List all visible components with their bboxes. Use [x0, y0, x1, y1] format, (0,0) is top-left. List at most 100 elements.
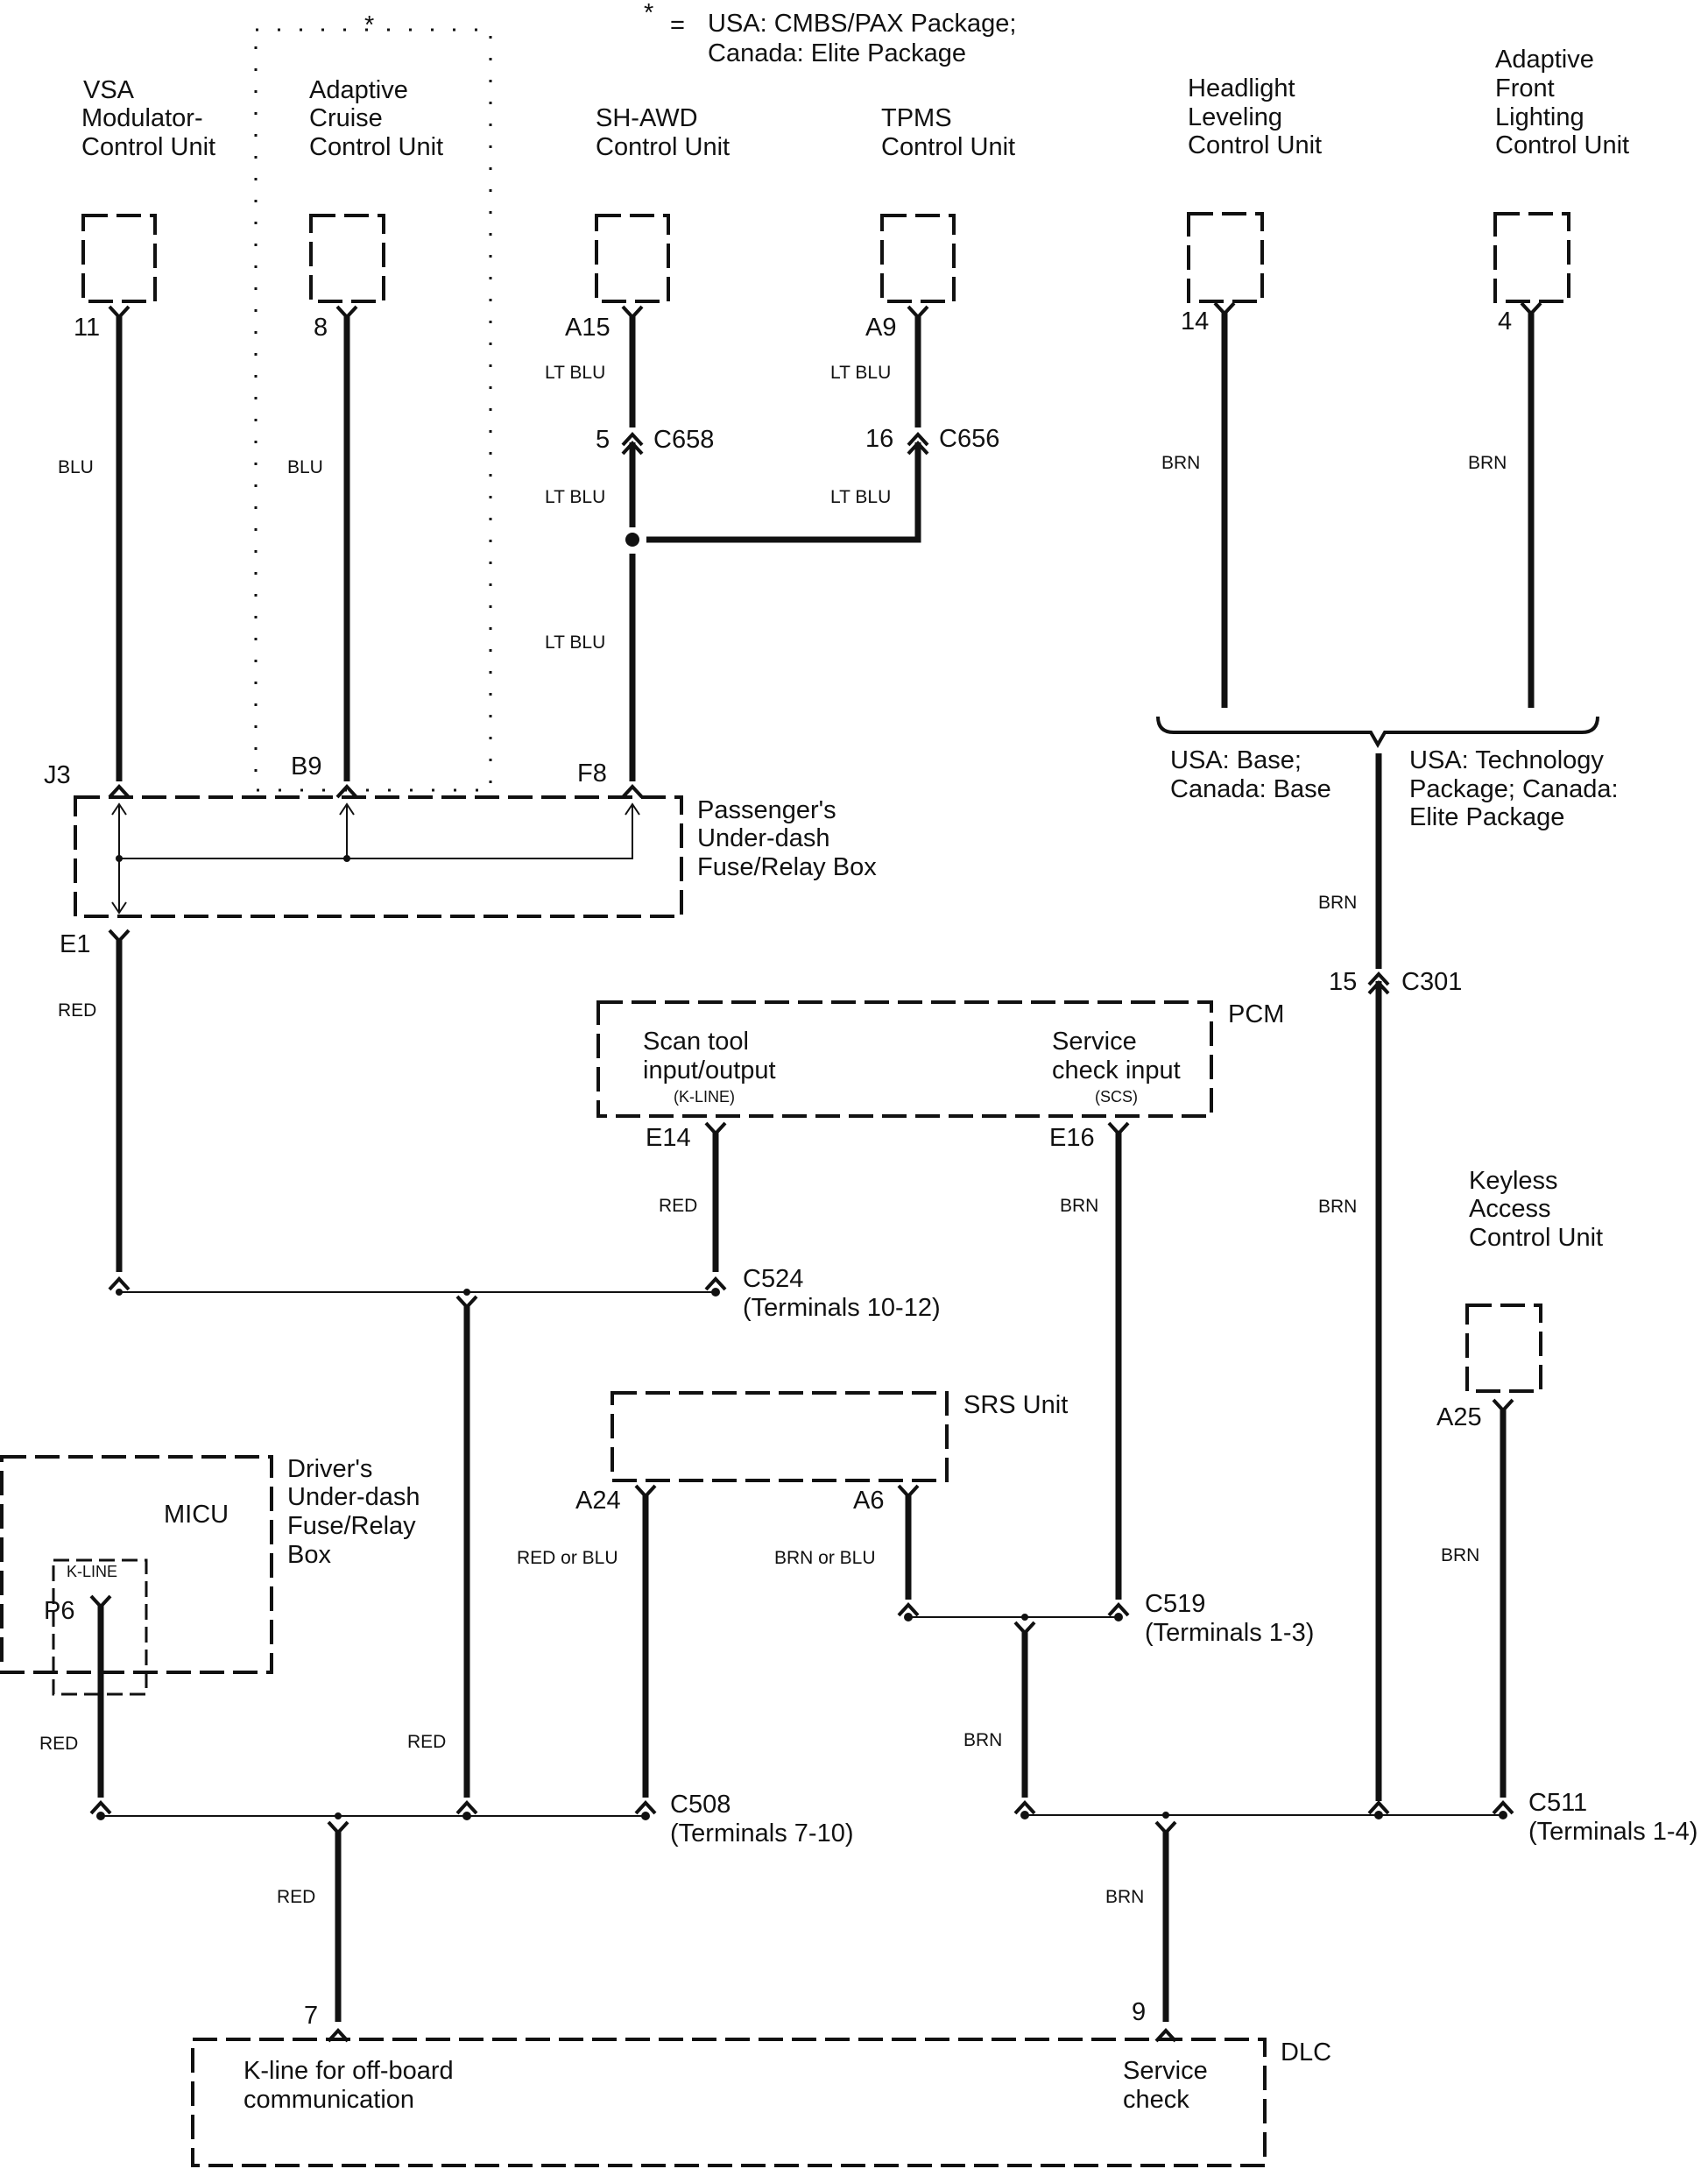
- c524-label: C524: [743, 1265, 803, 1293]
- a24-wire-color: RED or BLU: [517, 1548, 618, 1568]
- acc-wire-color: BLU: [287, 457, 323, 477]
- variant-right-1: USA: Technology: [1409, 746, 1604, 774]
- p6-wire-color: RED: [39, 1734, 78, 1754]
- vsa-label-1: VSA: [83, 76, 135, 104]
- acc-pin: 8: [314, 314, 328, 342]
- headlight-box: [1187, 212, 1264, 303]
- c301-wire-color-2: BRN: [1318, 1197, 1357, 1217]
- variant-right-2: Package; Canada:: [1409, 775, 1619, 803]
- keyless-box: [1465, 1304, 1542, 1393]
- tpms-label-2: Control Unit: [881, 133, 1015, 161]
- c524-out-wire[interactable]: RED: [407, 1295, 478, 1815]
- c524-out-wire-color: RED: [407, 1732, 446, 1752]
- srs-label: SRS Unit: [963, 1391, 1068, 1419]
- drv-fuse-label-2: Under-dash: [287, 1483, 420, 1511]
- dlc-left-1: K-line for off-board: [243, 2057, 454, 2085]
- e14-wire-color: RED: [659, 1196, 697, 1216]
- acc-label-3: Control Unit: [309, 133, 443, 161]
- c519-out-wire[interactable]: BRN: [963, 1621, 1036, 1815]
- tpms-wire-color-1: LT BLU: [830, 363, 891, 383]
- shawd-pin: A15: [565, 314, 611, 342]
- e14-wire[interactable]: E14 RED: [646, 1121, 727, 1291]
- shawd-wire-color-2: LT BLU: [545, 487, 605, 507]
- headlight-label-2: Leveling: [1188, 103, 1282, 131]
- drivers-fuse-relay-box[interactable]: Driver's Under-dash Fuse/Relay Box MICU …: [0, 1455, 420, 1696]
- p6-wire[interactable]: P6 RED: [39, 1594, 112, 1815]
- keyless-label-2: Access: [1469, 1195, 1550, 1223]
- vsa-modulator-control-unit[interactable]: VSA Modulator- Control Unit 11 BLU J3: [44, 76, 215, 799]
- dlc-kline-wire[interactable]: RED 7: [277, 1820, 349, 2043]
- c511-junction[interactable]: C511 (Terminals 1-4): [1020, 1789, 1697, 1846]
- c519-out-wire-color: BRN: [963, 1730, 1002, 1750]
- tpms-wire-color-2: LT BLU: [830, 487, 891, 507]
- dlc[interactable]: DLC K-line for off-board communication S…: [191, 2038, 1331, 2167]
- dlc-kline-wire-color: RED: [277, 1887, 315, 1907]
- dlc-service-wire-color: BRN: [1105, 1887, 1144, 1907]
- sh-awd-control-unit[interactable]: SH-AWD Control Unit A15 LT BLU 5 C658 LT…: [545, 104, 730, 799]
- e16-wire[interactable]: E16 BRN: [1049, 1121, 1130, 1617]
- e16-wire-color: BRN: [1060, 1196, 1098, 1216]
- shawd-box: [595, 214, 670, 303]
- keyless-wire-color: BRN: [1441, 1545, 1479, 1565]
- vsa-label-2: Modulator-: [81, 104, 203, 132]
- c524-terminals: (Terminals 10-12): [743, 1294, 941, 1322]
- e1-wire[interactable]: E1 RED: [58, 929, 131, 1291]
- adaptive-front-lighting-control-unit[interactable]: Adaptive Front Lighting Control Unit 4 B…: [1468, 46, 1629, 708]
- c519-junction[interactable]: C519 (Terminals 1-3): [904, 1590, 1314, 1647]
- adaptive-cruise-control-unit[interactable]: Adaptive Cruise Control Unit 8 BLU B9: [287, 76, 443, 799]
- a6-pin: A6: [853, 1487, 884, 1515]
- pass-fuse-label-2: Under-dash: [697, 824, 830, 852]
- afl-label-3: Lighting: [1495, 103, 1584, 131]
- keyless-access-control-unit[interactable]: Keyless Access Control Unit A25 BRN: [1436, 1167, 1603, 1815]
- c519-terminals: (Terminals 1-3): [1145, 1619, 1314, 1647]
- afl-label-4: Control Unit: [1495, 131, 1629, 159]
- afl-pin: 4: [1498, 307, 1512, 336]
- keyless-pin: A25: [1436, 1403, 1482, 1431]
- micu-label: MICU: [164, 1501, 229, 1529]
- pass-fuse-label-1: Passenger's: [697, 796, 836, 824]
- a6-wire[interactable]: A6 BRN or BLU: [774, 1484, 920, 1617]
- variant-left-2: Canada: Base: [1170, 775, 1331, 803]
- shawd-label-2: Control Unit: [596, 133, 730, 161]
- variant-right-3: Elite Package: [1409, 803, 1564, 831]
- tpms-wire[interactable]: [646, 442, 921, 543]
- a24-wire[interactable]: A24 RED or BLU: [517, 1484, 657, 1815]
- footnote-line-2: Canada: Elite Package: [708, 39, 966, 67]
- tpms-pin: A9: [865, 314, 896, 342]
- a6-wire-color: BRN or BLU: [774, 1548, 876, 1568]
- c511-terminals: (Terminals 1-4): [1528, 1818, 1697, 1846]
- pass-fuse-box-outline: [74, 795, 683, 918]
- tpms-control-unit[interactable]: TPMS Control Unit A9 LT BLU 16 C656 LT B…: [646, 104, 1015, 543]
- acc-box: [309, 214, 385, 303]
- pcm[interactable]: PCM Scan tool input/output (K-LINE) Serv…: [596, 1000, 1284, 1118]
- p6-pin: P6: [44, 1597, 74, 1625]
- c508-junction[interactable]: C508 (Terminals 7-10): [96, 1791, 854, 1848]
- pcm-right-sub: (SCS): [1095, 1088, 1138, 1106]
- pcm-left-1: Scan tool: [643, 1028, 749, 1056]
- c658-label: C658: [653, 426, 714, 454]
- dlc-pin-7: 7: [304, 2002, 318, 2030]
- srs-unit[interactable]: SRS Unit: [611, 1391, 1068, 1482]
- pcm-right-1: Service: [1052, 1028, 1137, 1056]
- acc-star: *: [364, 11, 374, 39]
- splice-point: [625, 533, 639, 547]
- footnote-star: *: [644, 0, 653, 27]
- variant-brace: [1156, 716, 1599, 749]
- headlight-label-3: Control Unit: [1188, 131, 1322, 159]
- acc-label-2: Cruise: [309, 104, 383, 132]
- c524-junction[interactable]: C524 (Terminals 10-12): [116, 1265, 941, 1322]
- headlight-leveling-control-unit[interactable]: Headlight Leveling Control Unit 14 BRN: [1161, 74, 1322, 708]
- dlc-label: DLC: [1281, 2038, 1331, 2067]
- vsa-box: [81, 214, 157, 303]
- shawd-label-1: SH-AWD: [596, 104, 698, 132]
- c301-wire-color-1: BRN: [1318, 893, 1357, 913]
- shawd-wire-color-3: LT BLU: [545, 632, 605, 653]
- dlc-service-check-wire[interactable]: BRN 9: [1105, 1820, 1177, 2043]
- e1-wire-color: RED: [58, 1000, 96, 1021]
- srs-box: [611, 1391, 949, 1482]
- headlight-pin: 14: [1181, 307, 1209, 336]
- pcm-right-2: check input: [1052, 1056, 1181, 1084]
- passengers-fuse-relay-box[interactable]: Passenger's Under-dash Fuse/Relay Box: [74, 795, 877, 918]
- c301-wire[interactable]: BRN 15 C301 BRN: [1318, 753, 1462, 1815]
